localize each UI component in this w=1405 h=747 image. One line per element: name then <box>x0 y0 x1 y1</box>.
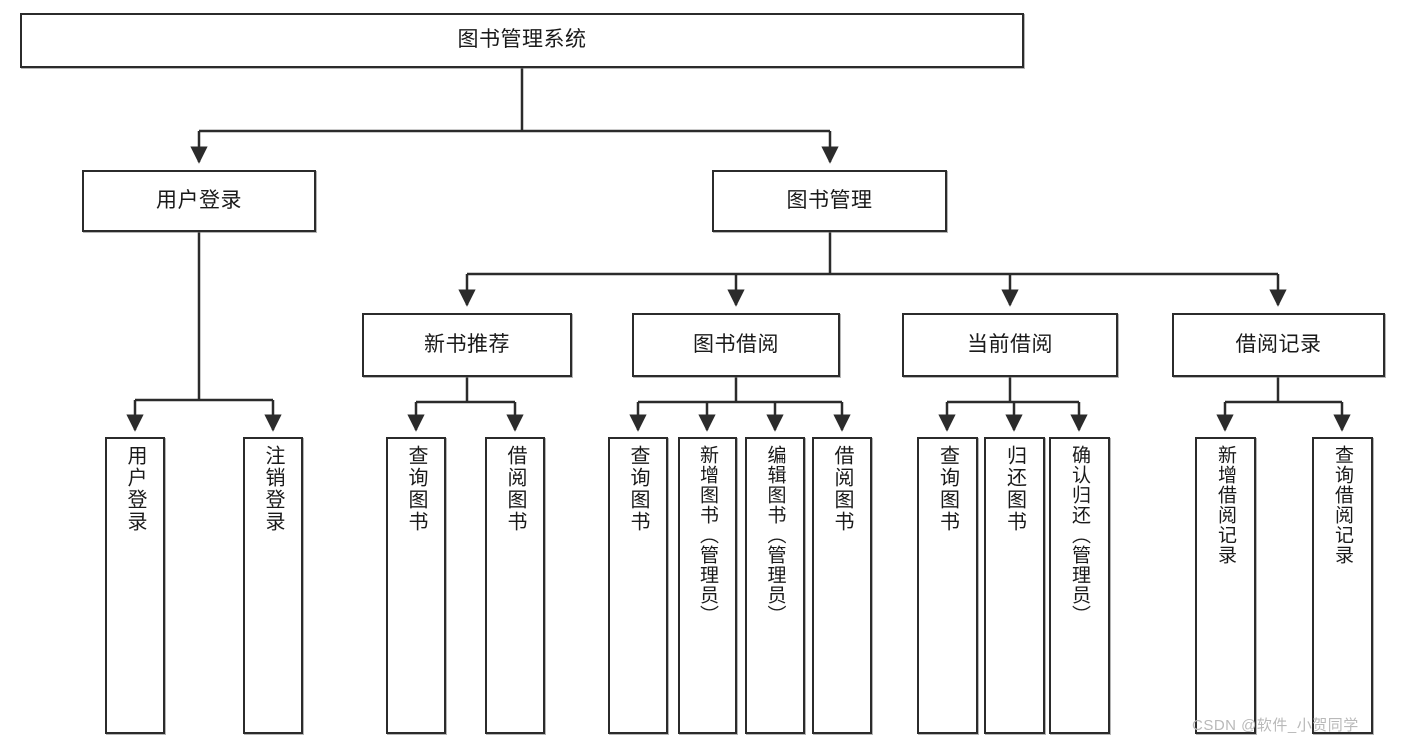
node-current-borrow-label: 当前借阅 <box>967 332 1053 356</box>
node-leaf-confirm-return-admin-label: 确认归还（管理员） <box>1069 445 1090 625</box>
node-leaf-add-book-admin-label: 新增图书（管理员） <box>697 445 718 625</box>
node-user-login[interactable]: 用户登录 <box>82 170 316 232</box>
node-leaf-query-book-recommend-label: 查询图书 <box>405 445 427 533</box>
node-book-management[interactable]: 图书管理 <box>712 170 947 232</box>
node-leaf-borrow-book-recommend-label: 借阅图书 <box>504 445 526 533</box>
node-book-borrow[interactable]: 图书借阅 <box>632 313 840 377</box>
node-leaf-query-borrow-record[interactable]: 查询借阅记录 <box>1312 437 1373 734</box>
node-leaf-logout[interactable]: 注销登录 <box>243 437 303 734</box>
node-leaf-return-book-label: 归还图书 <box>1003 445 1026 533</box>
node-leaf-borrow-book-label: 借阅图书 <box>831 445 853 533</box>
node-leaf-edit-book-admin[interactable]: 编辑图书（管理员） <box>745 437 805 734</box>
node-borrow-record-label: 借阅记录 <box>1235 332 1322 356</box>
node-leaf-query-book-current-label: 查询图书 <box>936 445 959 533</box>
node-leaf-query-borrow-record-label: 查询借阅记录 <box>1332 445 1353 565</box>
csdn-watermark: CSDN @软件_小贺同学 <box>1192 717 1359 734</box>
node-leaf-user-login-label: 用户登录 <box>124 445 146 533</box>
node-borrow-record[interactable]: 借阅记录 <box>1172 313 1385 377</box>
node-leaf-confirm-return-admin[interactable]: 确认归还（管理员） <box>1049 437 1110 734</box>
node-new-book-recommend-label: 新书推荐 <box>424 332 510 356</box>
node-current-borrow[interactable]: 当前借阅 <box>902 313 1118 377</box>
node-leaf-query-book[interactable]: 查询图书 <box>608 437 668 734</box>
node-leaf-edit-book-admin-label: 编辑图书（管理员） <box>764 445 786 625</box>
node-root-label: 图书管理系统 <box>457 28 587 52</box>
node-leaf-query-book-recommend[interactable]: 查询图书 <box>386 437 446 734</box>
node-leaf-add-borrow-record[interactable]: 新增借阅记录 <box>1195 437 1256 734</box>
node-leaf-borrow-book[interactable]: 借阅图书 <box>812 437 872 734</box>
node-book-borrow-label: 图书借阅 <box>693 332 779 356</box>
node-book-management-label: 图书管理 <box>786 188 873 212</box>
node-leaf-add-borrow-record-label: 新增借阅记录 <box>1215 445 1236 565</box>
node-leaf-query-book-label: 查询图书 <box>627 445 649 533</box>
node-leaf-logout-label: 注销登录 <box>262 445 284 533</box>
node-user-login-label: 用户登录 <box>156 188 242 212</box>
node-leaf-query-book-current[interactable]: 查询图书 <box>917 437 978 734</box>
node-leaf-return-book[interactable]: 归还图书 <box>984 437 1045 734</box>
node-new-book-recommend[interactable]: 新书推荐 <box>362 313 572 377</box>
node-leaf-user-login[interactable]: 用户登录 <box>105 437 165 734</box>
node-leaf-borrow-book-recommend[interactable]: 借阅图书 <box>485 437 545 734</box>
node-root-book-management-system[interactable]: 图书管理系统 <box>20 13 1024 68</box>
node-leaf-add-book-admin[interactable]: 新增图书（管理员） <box>678 437 737 734</box>
